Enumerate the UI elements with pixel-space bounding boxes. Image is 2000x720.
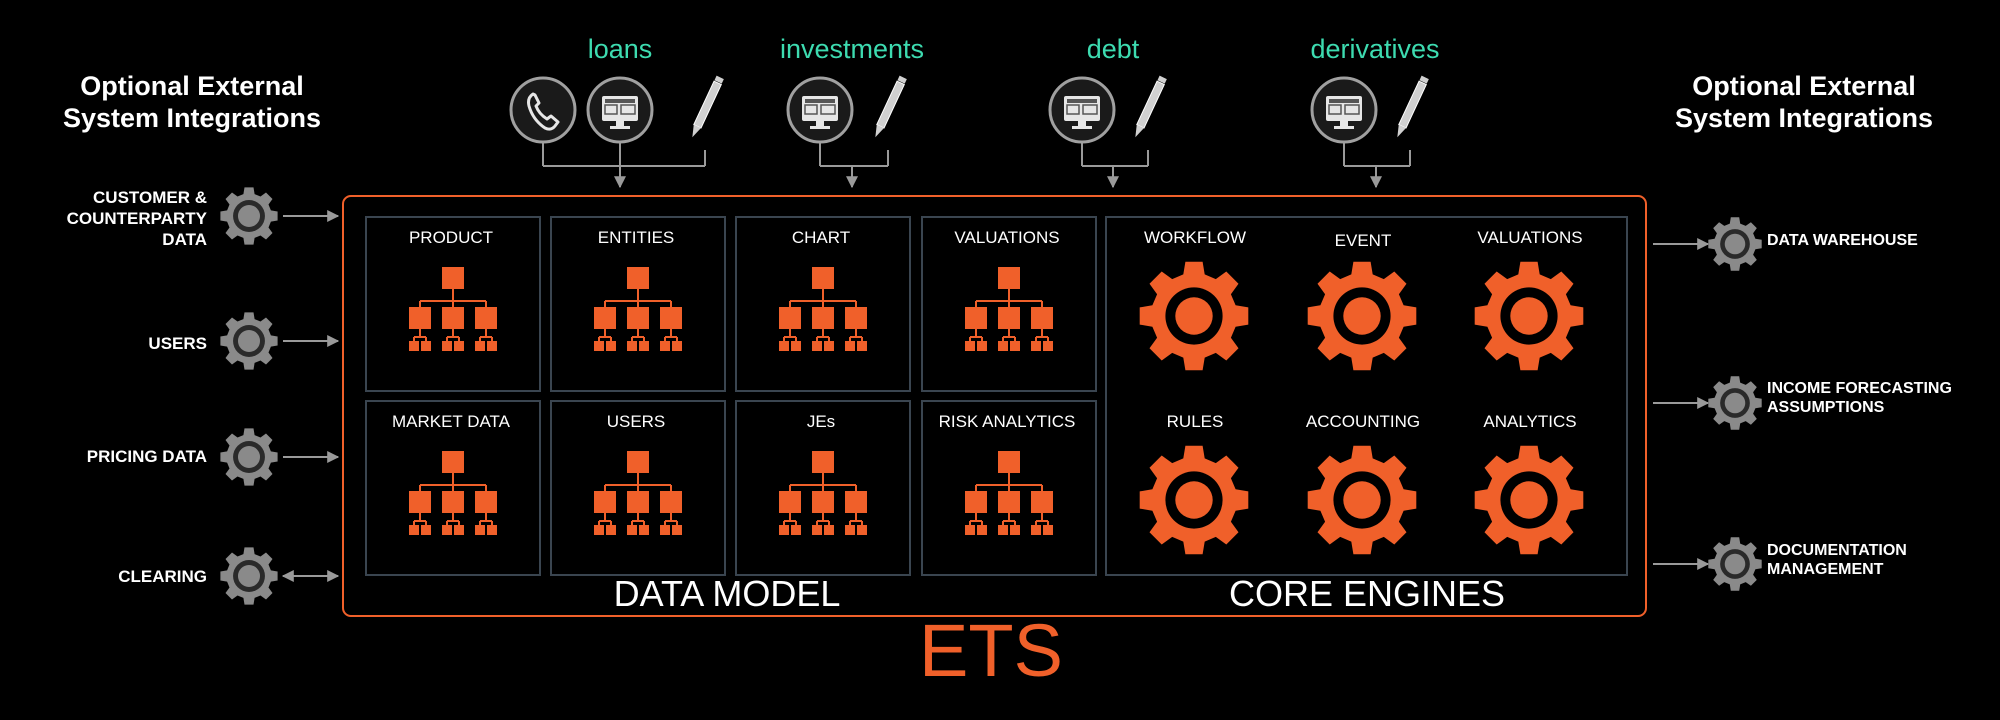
gear-icon <box>220 547 278 605</box>
gear-icon <box>220 312 278 370</box>
input-label-users: USERS <box>148 334 207 353</box>
engine-title-accounting: ACCOUNTING <box>1305 412 1421 431</box>
data-model-cell-chart <box>735 216 911 392</box>
category-loans: loans <box>587 34 653 64</box>
cell-title-market-data: MARKET DATA <box>391 412 511 431</box>
core-engines-panel <box>1105 216 1628 576</box>
cell-title-entities: ENTITIES <box>597 228 675 247</box>
engine-title-valuations: VALUATIONS <box>1477 228 1583 247</box>
gear-icon-rules <box>1139 445 1249 555</box>
cell-title-users: USERS <box>606 412 666 431</box>
pen-icon <box>875 75 907 138</box>
data-model-cell-users <box>550 400 726 576</box>
gear-icon <box>220 428 278 486</box>
computer-icon <box>1048 76 1116 144</box>
ets-system-name: ETS <box>919 609 1063 692</box>
engine-title-workflow: WORKFLOW <box>1144 228 1246 247</box>
cell-title-valuations: VALUATIONS <box>954 228 1060 247</box>
computer-icon <box>1310 76 1378 144</box>
engine-title-event: EVENT <box>1334 231 1392 250</box>
hierarchy-icon <box>965 267 1053 351</box>
core-engines-title: CORE ENGINES <box>1228 573 1506 614</box>
data-model-cell-product <box>365 216 541 392</box>
data-model-cell-valuations <box>921 216 1097 392</box>
hierarchy-icon <box>779 451 867 535</box>
gear-icon-workflow <box>1139 261 1249 371</box>
cell-title-product: PRODUCT <box>408 228 494 247</box>
engine-title-rules: RULES <box>1166 412 1224 431</box>
cell-title-jes: JEs <box>806 412 836 431</box>
data-model-title: DATA MODEL <box>613 573 841 614</box>
gear-icon-analytics <box>1474 445 1584 555</box>
data-model-cell-market-data <box>365 400 541 576</box>
ets-frame <box>342 195 1647 617</box>
data-model-cell-jes <box>735 400 911 576</box>
gear-icon-event <box>1307 261 1417 371</box>
hierarchy-icon <box>779 267 867 351</box>
input-label-clearing: CLEARING <box>118 567 207 586</box>
hierarchy-icon <box>594 451 682 535</box>
gear-icon <box>1708 376 1762 430</box>
phone-icon <box>509 76 577 144</box>
gear-icon-valuations <box>1474 261 1584 371</box>
gear-icon <box>1708 537 1762 591</box>
cell-title-risk-analytics: RISK ANALYTICS <box>938 412 1076 431</box>
pen-icon <box>1397 75 1429 138</box>
hierarchy-icon <box>409 267 497 351</box>
output-label-data-warehouse: DATA WAREHOUSE <box>1767 232 1918 249</box>
computer-icon <box>586 76 654 144</box>
gear-icon <box>220 187 278 245</box>
hierarchy-icon <box>594 267 682 351</box>
cell-title-chart: CHART <box>791 228 851 247</box>
category-derivatives: derivatives <box>1310 34 1440 64</box>
pen-icon <box>1135 75 1167 138</box>
gear-icon <box>1708 217 1762 271</box>
pen-icon <box>692 75 724 138</box>
hierarchy-icon <box>965 451 1053 535</box>
category-investments: investments <box>779 34 925 64</box>
hierarchy-icon <box>409 451 497 535</box>
engine-title-analytics: ANALYTICS <box>1483 412 1577 431</box>
gear-icon-accounting <box>1307 445 1417 555</box>
data-model-cell-entities <box>550 216 726 392</box>
input-label-pricing-data: PRICING DATA <box>86 447 207 466</box>
data-model-cell-risk-analytics <box>921 400 1097 576</box>
category-debt: debt <box>1086 34 1140 64</box>
computer-icon <box>786 76 854 144</box>
